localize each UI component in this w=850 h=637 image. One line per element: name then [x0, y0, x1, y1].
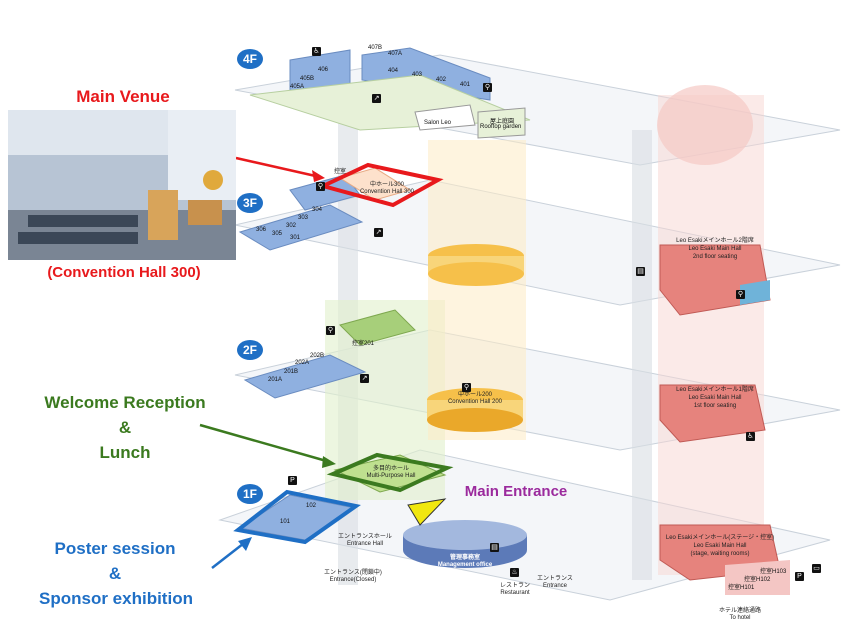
highlight-posters-101-102	[233, 489, 361, 545]
elevator-icon: ▤	[636, 267, 645, 276]
room-305: 305	[272, 231, 283, 237]
floor-4f-shapes	[249, 47, 753, 165]
management-office-jp: 管理事務室	[449, 555, 480, 561]
restaurant-icon: ♨	[510, 568, 519, 577]
restaurant-en: Restaurant	[500, 590, 530, 596]
convention-hall-300-jp: 中ホール300	[369, 182, 404, 188]
room-303: 303	[298, 215, 309, 221]
room-201b: 201B	[284, 369, 299, 375]
salon-leo: Salon Leo	[424, 120, 452, 126]
convention-hall-300-en: Convention Hall 300	[359, 189, 415, 195]
room-403: 403	[412, 72, 423, 78]
floor-badge-1f: 1F	[237, 484, 263, 504]
restroom-icon: ⚲	[483, 83, 492, 92]
room-201a: 201A	[268, 377, 283, 383]
rooftop-garden-jp: 屋上庭園	[490, 119, 515, 125]
room-202b: 202B	[310, 353, 325, 359]
highlight-multi-purpose-hall	[326, 452, 454, 493]
entrance-closed-jp: エントランス(閉鎖中)	[324, 570, 382, 576]
poster-title: Poster session	[54, 539, 176, 558]
wheelchair-icon: ♿	[746, 432, 755, 441]
room-407b: 407B	[368, 45, 383, 51]
entrance-en: Entrance	[542, 583, 567, 589]
to-hotel-en: To hotel	[729, 615, 751, 621]
poster-ampersand: &	[108, 564, 122, 583]
multi-purpose-hall-jp: 多目的ホール	[372, 466, 409, 472]
floor-badge-2f: 2F	[237, 340, 263, 360]
main-hall-2f-sub: 2nd floor seating	[692, 254, 738, 260]
welcome-ampersand: &	[118, 418, 132, 437]
poster-sponsor: Sponsor exhibition	[39, 589, 193, 608]
waiting-room-3f: 控室	[334, 169, 347, 175]
multi-purpose-hall-en: Multi-Purpose Hall	[366, 473, 416, 479]
main-venue-subtitle: (Convention Hall 300)	[47, 264, 201, 281]
room-407a: 407A	[388, 51, 403, 57]
main-hall-2f-jp: Leo Esakiメインホール2階席	[676, 238, 754, 244]
room-405b: 405B	[300, 76, 315, 82]
stairs-icon: ↗	[374, 228, 383, 237]
main-hall-stage-en: Leo Esaki Main Hall	[693, 543, 747, 549]
stairs-icon: ↗	[372, 94, 381, 103]
restroom-icon: ⚲	[462, 383, 471, 392]
room-405a: 405A	[290, 84, 305, 90]
waiting-room-201: 控室201	[352, 341, 375, 347]
rooftop-garden-en: Rooftop garden	[480, 124, 522, 130]
entrance-hall-en: Entrance Hall	[346, 541, 384, 547]
room-402: 402	[436, 77, 447, 83]
entrance-closed-en: Entrance(Closed)	[329, 577, 377, 583]
restroom-icon: ♿	[312, 47, 321, 56]
floor-badge-3f: 3F	[237, 193, 263, 213]
floor-2f-shapes	[243, 309, 766, 443]
welcome-lunch: Lunch	[99, 443, 151, 462]
convention-hall-photo	[8, 110, 236, 260]
main-hall-2f-en: Leo Esaki Main Hall	[688, 246, 742, 252]
main-venue-title: Main Venue	[76, 87, 170, 106]
waiting-h103: 控室H103	[760, 569, 787, 575]
waiting-h101: 控室H101	[728, 585, 755, 591]
restroom-icon: ⚲	[316, 182, 325, 191]
convention-hall-200-en: Convention Hall 200	[447, 399, 503, 405]
room-301: 301	[290, 235, 301, 241]
restroom-icon: ⚲	[736, 290, 745, 299]
convention-hall-200-jp: 中ホール200	[457, 392, 492, 398]
parking-icon: P	[795, 572, 804, 581]
room-302: 302	[286, 223, 297, 229]
room-306: 306	[256, 227, 267, 233]
stairs-icon: ↗	[360, 374, 369, 383]
entrance-hall-jp: エントランスホール	[338, 534, 392, 540]
main-entrance-label: Main Entrance	[464, 483, 568, 500]
floor-badge-4f: 4F	[237, 49, 263, 69]
management-office-en: Management office	[437, 562, 493, 568]
room-202a: 202A	[295, 360, 310, 366]
highlight-convention-hall-300	[317, 162, 444, 208]
room-101: 101	[280, 519, 291, 525]
parking-icon: P	[288, 476, 297, 485]
main-hall-stage-sub: (stage, waiting rooms)	[690, 551, 750, 557]
main-hall-stage-jp: Leo Esakiメインホール(ステージ・控室)	[665, 535, 775, 541]
callout-arrows	[199, 156, 336, 569]
room-304: 304	[312, 207, 323, 213]
main-hall-1f-sub: 1st floor seating	[693, 403, 737, 409]
restaurant-jp: レストラン	[499, 583, 530, 589]
waiting-h102: 控室H102	[744, 577, 771, 583]
main-hall-1f-en: Leo Esaki Main Hall	[688, 395, 742, 401]
restroom-icon: ⚲	[326, 326, 335, 335]
room-404: 404	[388, 68, 399, 74]
main-hall-1f-jp: Leo Esakiメインホール1階席	[676, 387, 754, 393]
entrance-jp: エントランス	[537, 576, 573, 582]
elevator-icon: ▤	[490, 543, 499, 552]
to-hotel-jp: ホテル連絡通路	[718, 608, 761, 614]
main-entrance-marker	[407, 498, 447, 526]
room-102: 102	[306, 503, 317, 509]
bus-icon: ▭	[812, 564, 821, 573]
room-401: 401	[460, 82, 471, 88]
room-406: 406	[318, 67, 329, 73]
welcome-title: Welcome Reception	[44, 393, 206, 412]
